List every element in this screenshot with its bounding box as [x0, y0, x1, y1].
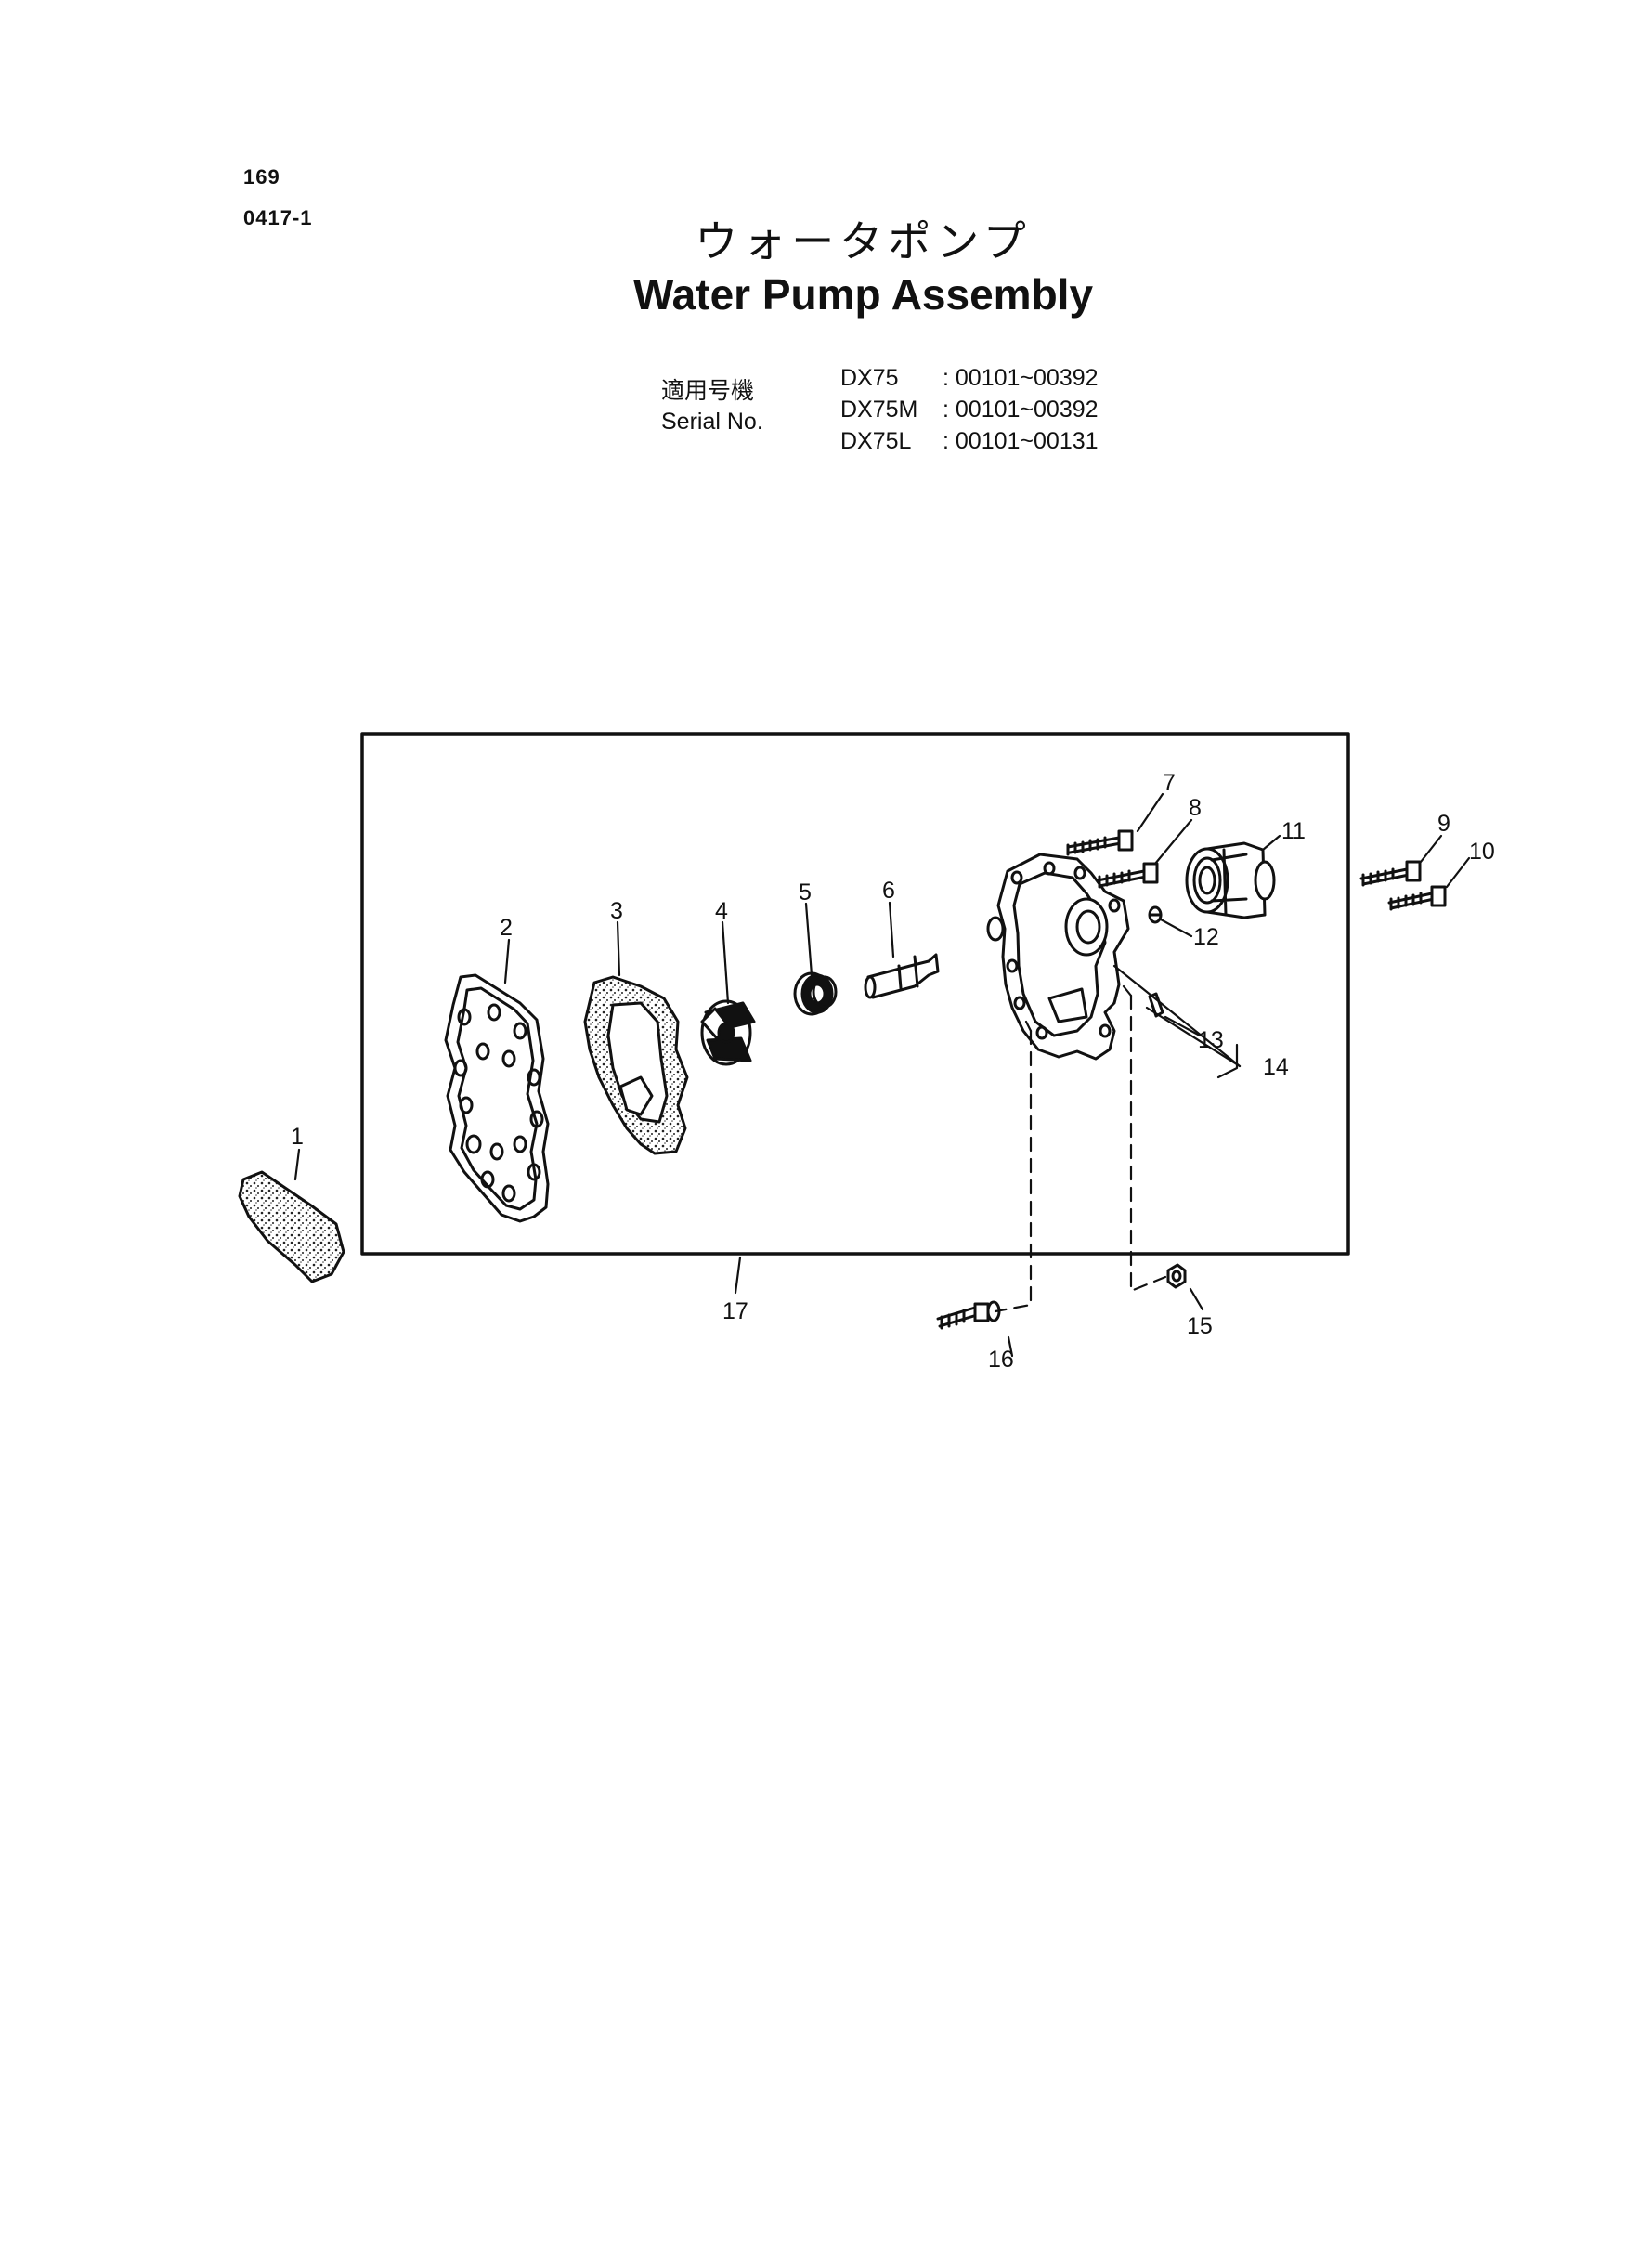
part-washer-12	[1148, 905, 1163, 924]
callout-12: 12	[1193, 924, 1219, 950]
part-dowel-13	[1148, 992, 1164, 1018]
part-cover-plate-2	[444, 973, 550, 1223]
diagram-code: 0417-1	[243, 206, 313, 229]
callout-5: 5	[799, 879, 812, 905]
kit-boundary-box	[360, 732, 1350, 1256]
callout-7: 7	[1163, 770, 1176, 796]
callout-4: 4	[715, 898, 728, 924]
callout-17: 17	[722, 1298, 748, 1324]
part-gasket-1	[238, 1170, 345, 1283]
callout-1: 1	[291, 1124, 304, 1150]
serial-row: DX75M: 00101~00392	[840, 397, 1099, 423]
callout-15: 15	[1187, 1313, 1213, 1339]
part-shaft-6	[864, 953, 940, 999]
part-nut-15	[1166, 1263, 1187, 1289]
part-seal-5	[793, 971, 838, 1016]
part-bolt-10	[1387, 885, 1447, 911]
serial-row: DX75L: 00101~00131	[840, 428, 1099, 454]
leader-lines	[293, 792, 1471, 1358]
part-pump-body-14	[986, 853, 1130, 1061]
callout-16: 16	[988, 1347, 1014, 1373]
page-number: 169	[243, 165, 280, 189]
serial-label: 適用号機 Serial No.	[661, 376, 763, 437]
serial-row: DX75: 00101~00392	[840, 365, 1099, 391]
part-gasket-3	[583, 975, 689, 1155]
serial-label-en: Serial No.	[661, 409, 763, 435]
callout-6: 6	[882, 878, 895, 904]
callout-11: 11	[1281, 818, 1306, 844]
callout-labels: 1 2 3 4 5 6 7 8 9 10 11 12 13 14 15 16 1…	[291, 770, 1495, 1373]
dashed-leaders	[994, 984, 1167, 1313]
part-plug-16	[936, 1300, 1001, 1330]
callout-13: 13	[1198, 1027, 1224, 1053]
part-bolt-7	[1066, 829, 1134, 856]
title-english: Water Pump Assembly	[632, 270, 1094, 319]
callout-3: 3	[610, 898, 623, 924]
callout-9: 9	[1437, 811, 1450, 837]
callout-2: 2	[500, 915, 513, 941]
part-bolt-9	[1359, 860, 1422, 887]
part-impeller-4	[700, 999, 756, 1066]
serial-label-jp: 適用号機	[661, 378, 755, 404]
part-bolt-8	[1096, 862, 1159, 889]
callout-14: 14	[1263, 1054, 1289, 1080]
callout-10: 10	[1469, 839, 1495, 865]
serial-list: DX75: 00101~00392 DX75M: 00101~00392 DX7…	[840, 362, 1099, 457]
part-pulley-11	[1185, 841, 1276, 919]
callout-8: 8	[1189, 795, 1202, 821]
title-japanese: ウォータポンプ	[695, 216, 1032, 267]
